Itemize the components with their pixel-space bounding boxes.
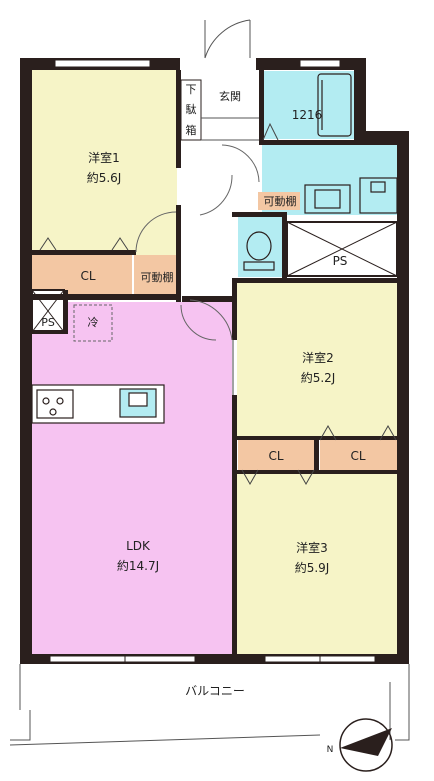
shoebox-label-1: 下 xyxy=(186,83,197,96)
closet1-label: CL xyxy=(80,269,95,283)
windows xyxy=(49,59,376,663)
room-western3-fill xyxy=(237,472,397,654)
north-label: N xyxy=(327,745,334,755)
shoebox-label-2: 駄 xyxy=(186,102,197,116)
bathtub xyxy=(317,73,352,137)
room-western1-size: 約5.6J xyxy=(87,170,122,185)
kitchen-counter xyxy=(31,384,165,424)
closet2b-label: CL xyxy=(350,449,365,463)
entrance-label: 玄関 xyxy=(219,89,241,103)
room-western1-fill xyxy=(32,70,177,255)
fridge-space xyxy=(73,304,113,342)
inner-walls xyxy=(32,70,397,655)
outer-walls xyxy=(20,58,409,664)
room-western3-name: 洋室3 xyxy=(296,540,328,555)
door-swings xyxy=(135,144,260,341)
room-western2-size: 約5.2J xyxy=(301,370,336,385)
closet2a-label: CL xyxy=(268,449,283,463)
ps1-label: PS xyxy=(41,316,55,329)
closet2a-fill xyxy=(238,440,314,470)
shelf1-fill xyxy=(134,255,178,295)
room-ldk-name: LDK xyxy=(126,539,151,553)
room-ldk-fill xyxy=(32,302,232,654)
closet2b-fill xyxy=(320,440,397,470)
ps2-label: PS xyxy=(333,254,348,268)
north-compass xyxy=(339,718,393,772)
balcony-outline xyxy=(9,664,410,746)
room-western1-name: 洋室1 xyxy=(88,150,120,165)
washbasin xyxy=(304,177,398,214)
toilet xyxy=(243,231,275,271)
room-bath-label: 1216 xyxy=(292,108,323,122)
entrance-door xyxy=(180,19,259,141)
balcony-label: バルコニー xyxy=(185,684,245,698)
closet1-fill xyxy=(32,255,132,295)
shelf1-label: 可動棚 xyxy=(141,270,174,284)
fridge-label: 冷 xyxy=(88,316,99,329)
shelf2-fill xyxy=(258,192,300,210)
room-western2-name: 洋室2 xyxy=(302,350,334,365)
shelf2-label: 可動棚 xyxy=(264,194,297,208)
room-western2-fill xyxy=(237,283,397,438)
shoebox-label-3: 箱 xyxy=(186,123,197,137)
room-ldk-size: 約14.7J xyxy=(117,558,159,573)
sliding-door-markers xyxy=(39,122,397,486)
room-western3-size: 約5.9J xyxy=(295,560,330,575)
